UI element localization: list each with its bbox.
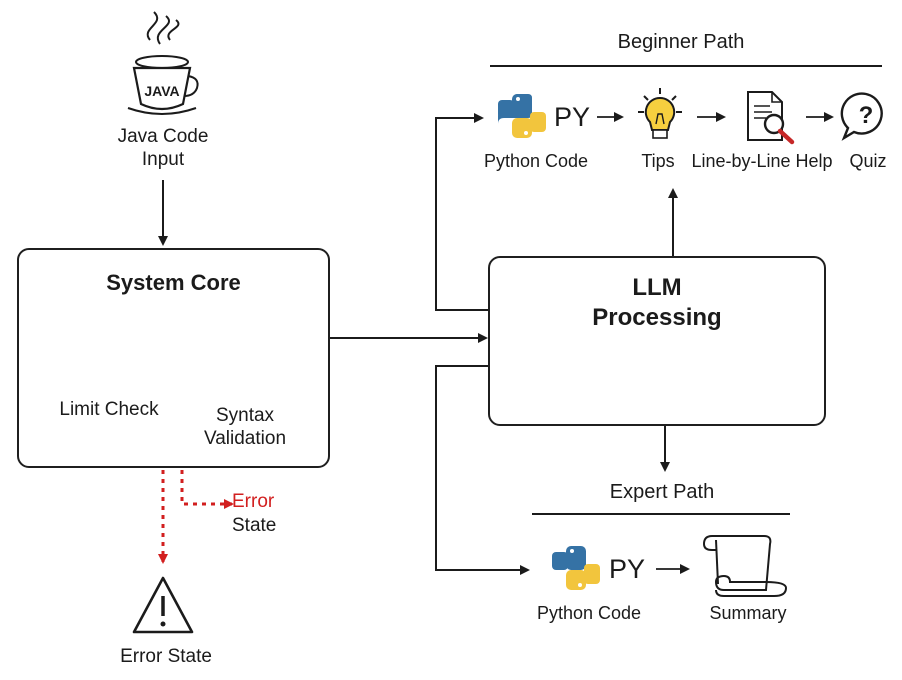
java-cup-text: JAVA bbox=[144, 83, 179, 99]
tips-label: Tips bbox=[641, 151, 675, 171]
syntax-validation-label-line1: Syntax bbox=[215, 405, 275, 426]
expert-py-text: PY bbox=[609, 554, 645, 584]
quiz-icon-text: ? bbox=[859, 102, 874, 129]
java-input-label-line2: Input bbox=[141, 149, 185, 170]
arrow-to-expert-python bbox=[435, 365, 530, 575]
beginner-path-title: Beginner Path bbox=[617, 31, 745, 53]
expert-python-label: Python Code bbox=[536, 603, 642, 623]
expert-path-title: Expert Path bbox=[609, 481, 715, 503]
limit-check-label: Limit Check bbox=[59, 399, 159, 420]
line-by-line-help-label: Line-by-Line Help bbox=[691, 151, 833, 171]
python-logo-icon bbox=[552, 546, 600, 590]
error-side-label-line2: State bbox=[232, 515, 277, 536]
scroll-icon bbox=[702, 535, 788, 597]
llm-processing-box: LLM Processing bbox=[488, 256, 826, 426]
error-arrow-side bbox=[180, 470, 234, 509]
java-input-label-line1: Java Code bbox=[117, 126, 209, 147]
document-magnifier-icon bbox=[747, 91, 795, 145]
python-logo-icon bbox=[498, 94, 546, 138]
system-core-box: System Core Limit Check Syntax Validatio… bbox=[17, 248, 330, 468]
system-core-title: System Core bbox=[106, 270, 241, 295]
lightbulb-icon bbox=[638, 88, 682, 139]
llm-title-line1: LLM bbox=[632, 274, 682, 301]
error-state-label: Error State bbox=[120, 646, 212, 667]
beginner-py-text: PY bbox=[554, 102, 590, 132]
syntax-validation-label-line2: Validation bbox=[203, 428, 287, 449]
beginner-python-label: Python Code bbox=[483, 151, 589, 171]
java-cup-icon bbox=[127, 11, 199, 115]
llm-title-line2: Processing bbox=[592, 304, 722, 331]
summary-label: Summary bbox=[709, 603, 787, 623]
quiz-bubble-icon bbox=[840, 92, 883, 141]
arrow-to-beginner-python bbox=[435, 113, 488, 311]
error-side-label-line1: Error bbox=[232, 491, 275, 512]
quiz-label: Quiz bbox=[849, 151, 887, 171]
warning-icon bbox=[132, 576, 194, 634]
